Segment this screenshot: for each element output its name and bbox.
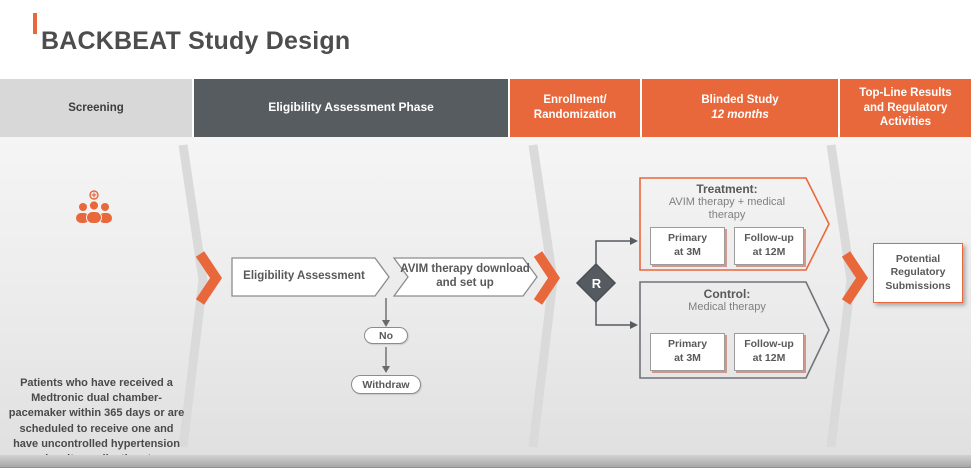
phase-topline: Top-Line Results and Regulatory Activiti… [840,79,971,137]
potential-regulatory-submissions-box: Potential Regulatory Submissions [873,243,963,303]
eligibility-assessment-label: Eligibility Assessment [243,270,365,283]
control-followup-12m-box: Follow-up at 12M [734,333,804,371]
phase-blinded-label: Blinded Study [701,94,779,107]
connector-to-treatment [595,240,630,264]
eligibility-assessment-shape [231,257,390,297]
milestone-line1: Primary [667,338,708,351]
title-accent-bar [33,13,37,34]
phase-enrollment-label: Enrollment/ Randomization [533,94,617,121]
arrow-right-head [630,321,638,329]
arrow-down-head [382,320,390,327]
phase-screening: Screening [0,79,192,137]
control-arm-outline [639,281,830,379]
footer-bar [0,455,971,468]
withdraw-pill: Withdraw [351,375,421,394]
milestone-line2: at 12M [752,352,786,364]
treatment-primary-3m-box: Primary at 3M [650,227,725,265]
milestone-line1: Follow-up [744,338,794,351]
connector-to-control [595,302,630,326]
phase-eligibility-label: Eligibility Assessment Phase [268,100,434,115]
section-divider-chevron [178,144,208,448]
milestone-line2: at 12M [752,246,786,258]
diagram-body: Patients who have received a Medtronic d… [0,137,971,465]
flow-chevron-icon [841,251,869,305]
phase-screening-label: Screening [68,101,124,114]
control-title: Control: [703,287,751,301]
section-divider-chevron [826,144,856,448]
phase-enrollment: Enrollment/ Randomization [510,79,640,137]
control-subtitle: Medical therapy [688,301,766,313]
milestone-line1: Follow-up [744,232,794,245]
flow-chevron-icon [533,251,561,305]
milestone-line2: at 3M [674,352,701,364]
phase-eligibility: Eligibility Assessment Phase [194,79,508,137]
control-primary-3m-box: Primary at 3M [650,333,725,371]
treatment-title: Treatment: [696,182,758,196]
patients-group-icon [76,190,112,224]
screening-description: Patients who have received a Medtronic d… [8,377,185,465]
milestone-line1: Primary [667,232,708,245]
phase-blinded-sublabel: 12 months [711,109,769,121]
avim-therapy-label: AVIM therapy download and set up [400,263,530,289]
arrow-right-head [630,237,638,245]
flow-chevron-icon [195,251,223,305]
milestone-line2: at 3M [674,246,701,258]
randomization-label: R [591,275,602,291]
avim-therapy-shape [392,257,538,297]
treatment-arm-outline [639,177,830,271]
page-title: BACKBEAT Study Design [41,26,351,55]
treatment-followup-12m-box: Follow-up at 12M [734,227,804,265]
phase-topline-label: Top-Line Results and Regulatory Activiti… [859,86,952,129]
treatment-subtitle: AVIM therapy + medical therapy [668,196,786,222]
flow-diagram-svg [178,144,869,448]
no-pill: No [364,327,408,344]
phase-blinded-study: Blinded Study 12 months [642,79,838,137]
arrow-down-head [382,366,390,373]
